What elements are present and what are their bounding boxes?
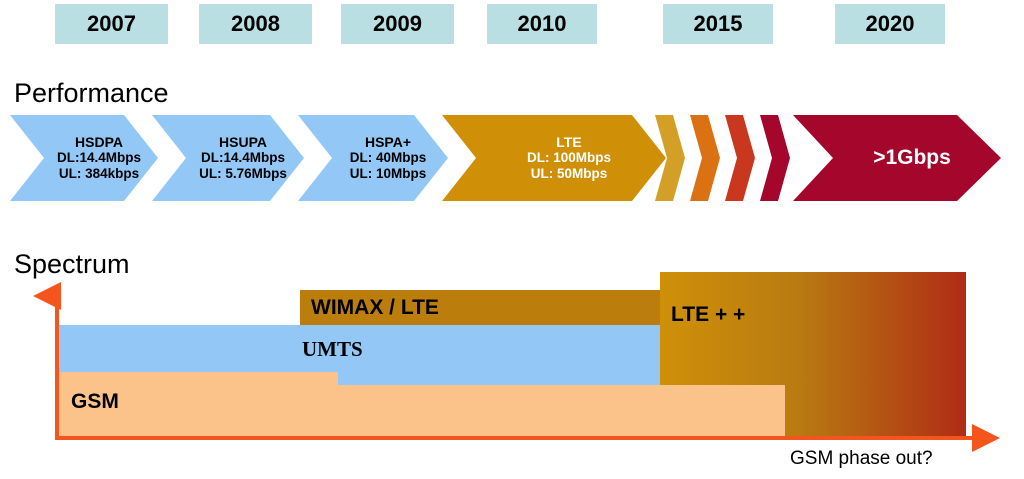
arrow-label-uplink: UL: 50Mbps (530, 166, 608, 182)
transition-chevron-2 (690, 115, 720, 201)
spectrum-label-gsm-phase-out: GSM phase out? (790, 448, 933, 469)
year-box-2020: 2020 (835, 4, 945, 44)
spectrum-label-lte-plus-plus: LTE + + (671, 303, 746, 326)
spectrum-band-umts (57, 325, 966, 438)
arrow-label-title: LTE (556, 133, 582, 150)
spectrum-label-gsm: GSM (71, 390, 119, 413)
year-box-2015: 2015 (663, 4, 773, 44)
performance-arrow-beyond-1gbps: >1Gbps (793, 115, 1001, 201)
year-box-2009: 2009 (341, 4, 454, 44)
spectrum-label-wimax-lte: WIMAX / LTE (311, 296, 439, 319)
arrow-label-title: HSPA+ (364, 133, 412, 150)
arrow-label-downlink: DL:14.4Mbps (56, 150, 141, 166)
performance-arrow-hsdpa: HSDPA DL:14.4Mbps UL: 384kbps (10, 115, 158, 201)
year-box-2007: 2007 (55, 4, 168, 44)
spectrum-band-lte-plus-plus (660, 272, 966, 438)
year-box-2010: 2010 (487, 4, 597, 44)
spectrum-section-title: Spectrum (14, 249, 130, 279)
arrow-label-title: >1Gbps (873, 145, 951, 169)
year-box-2008: 2008 (199, 4, 312, 44)
arrow-label-title: HSDPA (75, 133, 123, 150)
arrow-label-downlink: DL: 100Mbps (526, 150, 611, 166)
arrow-label-downlink: DL: 40Mbps (349, 150, 427, 166)
arrow-label-uplink: UL: 384kbps (58, 166, 140, 182)
performance-arrow-hsupa: HSUPA DL:14.4Mbps UL: 5.76Mbps (152, 115, 304, 201)
performance-arrow-lte: LTE DL: 100Mbps UL: 50Mbps (442, 115, 666, 201)
arrow-label-uplink: UL: 5.76Mbps (199, 166, 287, 182)
spectrum-band-gsm (57, 372, 785, 438)
spectrum-label-umts: UMTS (302, 337, 363, 361)
arrow-label-title: HSUPA (219, 133, 267, 150)
performance-section-title: Performance (14, 78, 169, 108)
transition-chevron-3 (725, 115, 755, 201)
transition-chevron-4 (760, 115, 790, 201)
arrow-label-uplink: UL: 10Mbps (349, 166, 427, 182)
arrow-label-downlink: DL:14.4Mbps (200, 150, 285, 166)
performance-arrow-hspa-plus: HSPA+ DL: 40Mbps UL: 10Mbps (298, 115, 448, 201)
